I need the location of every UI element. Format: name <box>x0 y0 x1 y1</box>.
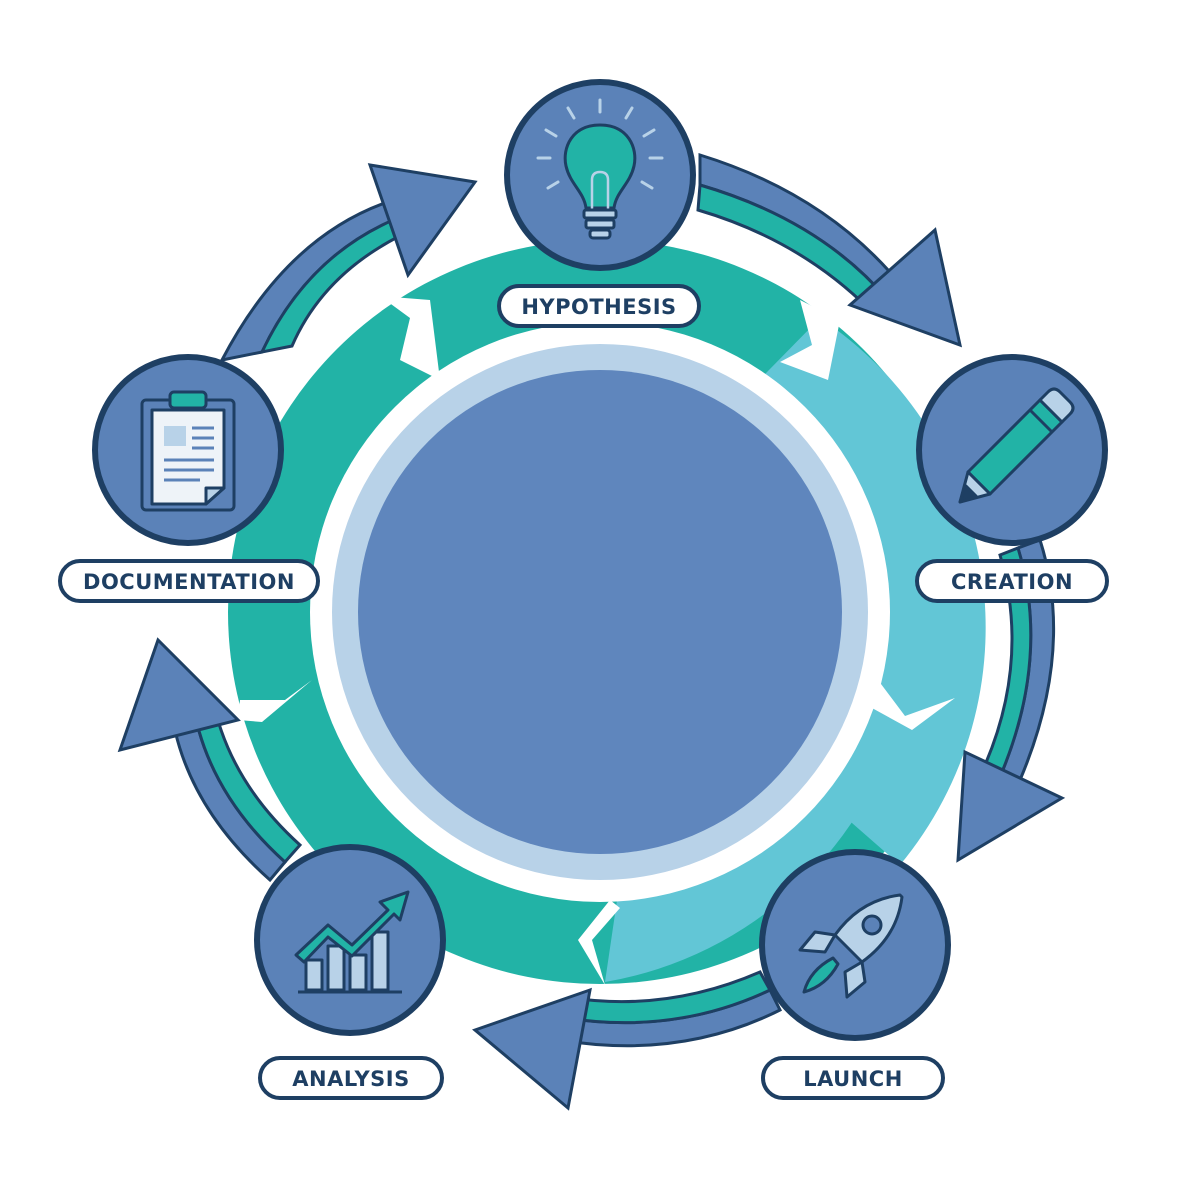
stage-node-launch[interactable] <box>759 849 951 1041</box>
ring-notch-left <box>238 680 312 722</box>
rocket-icon <box>798 893 904 999</box>
stage-label-hypothesis: HYPOTHESIS <box>497 284 701 328</box>
stage-label-hypothesis-text: HYPOTHESIS <box>521 295 676 319</box>
stage-label-creation: CREATION <box>915 559 1109 603</box>
stage-label-creation-text: CREATION <box>951 570 1073 594</box>
arrow-analysis-to-documentation <box>117 637 303 883</box>
clipboard-icon <box>140 390 236 512</box>
pencil-icon <box>958 387 1075 504</box>
stage-node-documentation[interactable] <box>92 354 284 546</box>
lightbulb-icon <box>536 98 664 240</box>
stage-node-analysis[interactable] <box>254 844 446 1036</box>
ring-notch-right <box>872 680 955 730</box>
stage-node-creation[interactable] <box>916 354 1108 546</box>
stage-label-launch: LAUNCH <box>761 1056 945 1100</box>
stage-label-launch-text: LAUNCH <box>803 1067 903 1091</box>
arrow-hypothesis-to-creation <box>696 152 963 348</box>
center-disc <box>358 370 842 854</box>
stage-label-documentation-text: DOCUMENTATION <box>83 570 295 594</box>
growth-chart-icon <box>294 890 410 994</box>
stage-node-hypothesis[interactable] <box>504 79 696 271</box>
stage-label-documentation: DOCUMENTATION <box>58 559 320 603</box>
arrow-launch-to-analysis <box>472 970 783 1111</box>
ring-notch-top-right <box>780 300 840 380</box>
ring-notch-top-left <box>380 296 440 380</box>
stage-label-analysis-text: ANALYSIS <box>292 1067 409 1091</box>
stage-label-analysis: ANALYSIS <box>258 1056 444 1100</box>
ring-notch-bottom <box>578 900 620 985</box>
arrow-documentation-to-hypothesis <box>219 163 478 363</box>
inner-ring <box>228 240 986 985</box>
